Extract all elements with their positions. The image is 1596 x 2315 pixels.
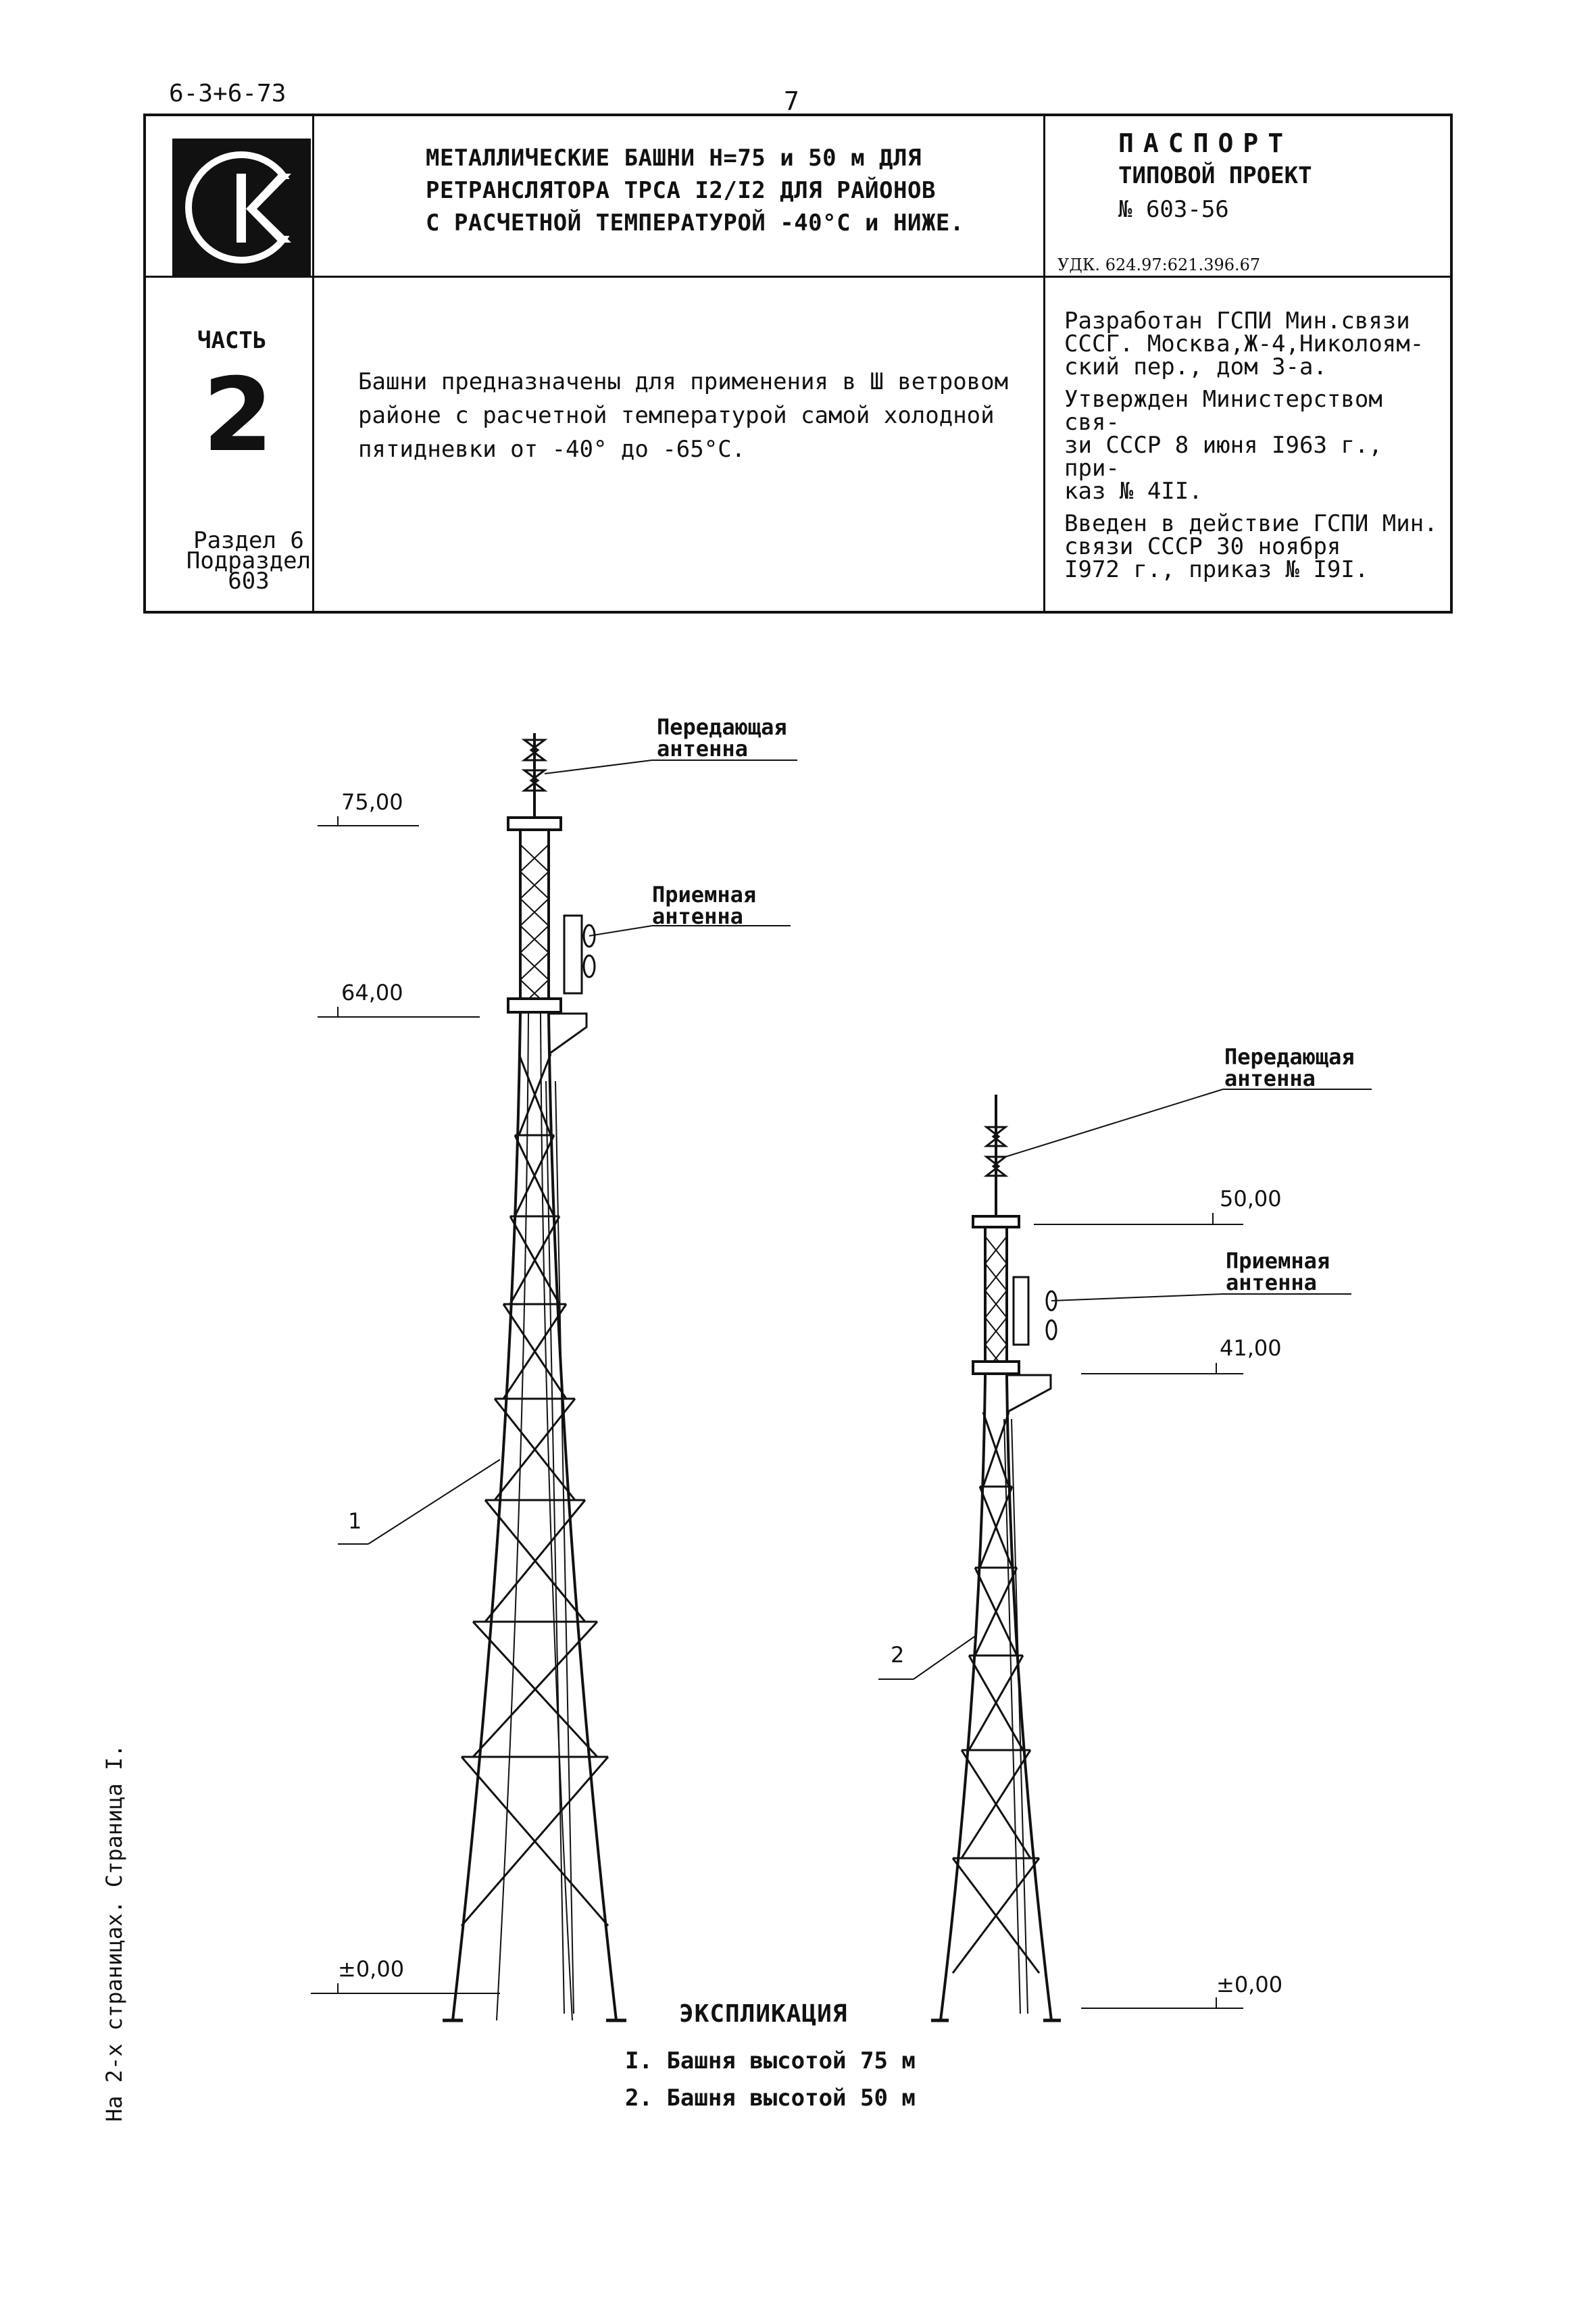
tower-2-elevation-base: ±0,00 <box>1216 1972 1283 1997</box>
tower-2 <box>931 1095 1061 2022</box>
tower-2-transmit-label: Передающая антенна <box>1224 1044 1355 1091</box>
tower-2-receive-label: Приемная антенна <box>1226 1248 1330 1295</box>
description-line: пятидневки от -40° до -65°С. <box>358 436 746 463</box>
table-divider-left <box>312 116 314 611</box>
section-info: Раздел 6 Подраздел 603 <box>181 527 316 595</box>
logo-ck-icon <box>185 151 307 264</box>
logo <box>172 139 311 277</box>
tower-1-callout: 1 <box>348 1508 362 1534</box>
part-label: ЧАСТЬ <box>197 327 267 354</box>
explication-title: ЭКСПЛИКАЦИЯ <box>679 2000 848 2028</box>
side-note: На 2-х страницах. Страница I. <box>101 1744 127 2122</box>
section-line: Подраздел <box>186 547 311 574</box>
project-number: № 603-56 <box>1118 196 1229 223</box>
page-number: 7 <box>784 86 799 116</box>
explication-item: I. Башня высотой 75 м <box>625 2047 916 2074</box>
document-code: 6-3+6-73 <box>169 80 286 107</box>
description-line: районе с расчетной температурой самой хо… <box>358 402 995 429</box>
table-divider-horizontal <box>146 276 1451 278</box>
tower-2-callout: 2 <box>891 1642 905 1668</box>
tower-1-elevation-mid: 64,00 <box>341 980 403 1005</box>
tower-2-leaders <box>878 1089 1372 2009</box>
tower-1 <box>443 733 626 2022</box>
title-line: С РАСЧЕТНОЙ ТЕМПЕРАТУРОЙ -40°С и НИЖЕ. <box>426 209 964 237</box>
section-line: Раздел 6 <box>193 527 304 554</box>
explication-item: 2. Башня высотой 50 м <box>625 2085 916 2112</box>
title-line: РЕТРАНСЛЯТОРА ТРСА I2/I2 ДЛЯ РАЙОНОВ <box>426 177 936 204</box>
title-line: МЕТАЛЛИЧЕСКИЕ БАШНИ Н=75 и 50 м ДЛЯ <box>426 145 922 172</box>
header-table <box>143 114 1453 614</box>
approved-by: Утвержден Министерством свя- зи СССР 8 и… <box>1064 386 1382 505</box>
tower-1-elevation-base: ±0,00 <box>338 1956 405 1982</box>
section-line: 603 <box>228 568 270 595</box>
enacted-by: Введен в действие ГСПИ Мин. связи СССР 3… <box>1064 510 1438 583</box>
udk-code: УДК. 624.97:621.396.67 <box>1057 255 1261 274</box>
document-title: МЕТАЛЛИЧЕСКИЕ БАШНИ Н=75 и 50 м ДЛЯ РЕТР… <box>426 142 993 239</box>
tower-2-elevation-top: 50,00 <box>1220 1186 1282 1212</box>
description: Башни предназначены для применения в Ш в… <box>358 365 1014 466</box>
tower-1-elevation-top: 75,00 <box>341 789 403 815</box>
project-type: ТИПОВОЙ ПРОЕКТ <box>1118 162 1312 189</box>
tower-1-leaders <box>311 760 797 1994</box>
part-number: 2 <box>203 357 274 474</box>
developed-by: Разработан ГСПИ Мин.связи СССГ. Москва,Ж… <box>1064 307 1424 380</box>
tower-2-elevation-mid: 41,00 <box>1220 1335 1282 1361</box>
passport-heading: ПАСПОРТ <box>1118 128 1293 158</box>
developer-info: Разработан ГСПИ Мин.связи СССГ. Москва,Ж… <box>1064 309 1449 591</box>
table-divider-right <box>1043 116 1045 611</box>
tower-1-transmit-label: Передающая антенна <box>657 714 787 762</box>
tower-1-receive-label: Приемная антенна <box>652 882 757 929</box>
description-line: Башни предназначены для применения в Ш в… <box>358 368 1009 395</box>
